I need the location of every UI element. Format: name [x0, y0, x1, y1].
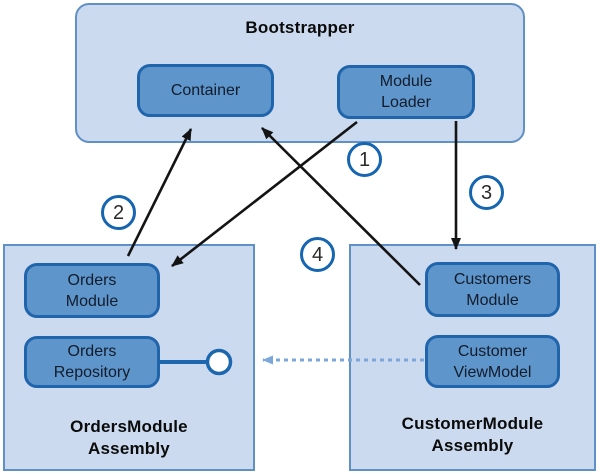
bootstrapper-title: Bootstrapper: [245, 18, 355, 37]
step-badge-1: 1: [347, 142, 382, 177]
customers-module-node: Customers Module: [425, 262, 560, 317]
container-node: Container: [137, 64, 274, 117]
step-badge-3: 3: [469, 175, 504, 210]
arrow-2-ordersmodule-to-container: [126, 128, 193, 257]
step-badge-4: 4: [300, 237, 335, 272]
customer-viewmodel-node: Customer ViewModel: [425, 335, 560, 388]
orders-assembly-title: OrdersModule Assembly: [70, 417, 188, 458]
step-badge-2: 2: [101, 195, 136, 230]
customer-assembly-title: CustomerModule Assembly: [401, 414, 544, 455]
orders-repository-node: Orders Repository: [24, 336, 160, 388]
orders-module-node: Orders Module: [24, 263, 160, 318]
module-loader-node: Module Loader: [337, 65, 475, 119]
